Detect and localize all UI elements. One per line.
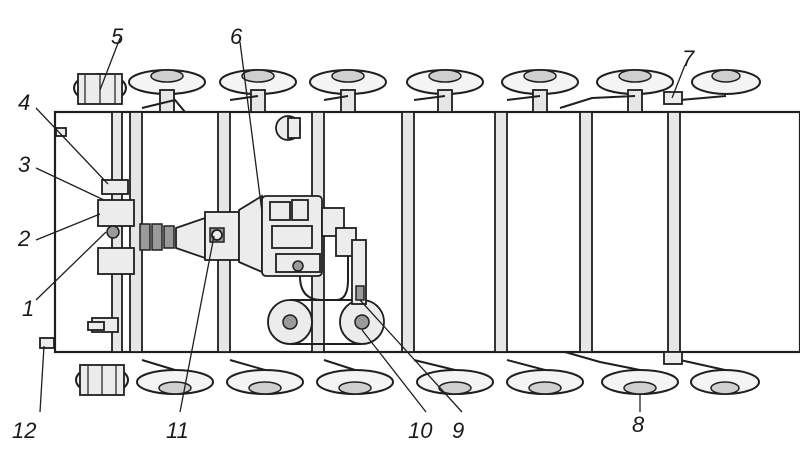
callout-9: 9: [452, 418, 464, 443]
road-wheel: [316, 369, 394, 395]
callout-11: 11: [166, 418, 189, 443]
road-wheel: [128, 69, 206, 113]
rear-idler-arm: [663, 91, 683, 365]
road-wheel: [690, 369, 760, 395]
drive-sprocket-top: [73, 73, 127, 105]
belt-drive: [267, 239, 385, 345]
callouts: 5 6 7 4 3 2 1 12 11 10 9 8: [12, 24, 695, 443]
callout-7: 7: [682, 46, 695, 71]
callout-5: 5: [111, 24, 124, 49]
callout-2: 2: [17, 226, 30, 251]
drive-sprocket-bottom: [75, 364, 129, 396]
engine: [261, 195, 357, 301]
callout-10: 10: [408, 418, 433, 443]
suspension-arms-top: [141, 95, 727, 113]
fan-hatch: [275, 115, 301, 141]
callout-8: 8: [632, 412, 645, 437]
road-wheel: [309, 69, 387, 113]
road-wheel: [219, 69, 297, 113]
road-wheel: [691, 69, 761, 95]
leader-lines: [35, 37, 686, 413]
tow-lugs: [39, 127, 105, 349]
suspension-arms-bottom: [141, 351, 726, 371]
road-wheel: [136, 369, 214, 395]
road-wheel: [601, 369, 679, 395]
road-wheel: [596, 69, 674, 113]
callout-4: 4: [18, 90, 30, 115]
road-wheels-bottom: [136, 369, 760, 395]
drive-coupling: [139, 216, 206, 260]
callout-1: 1: [22, 296, 34, 321]
road-wheel: [226, 369, 304, 395]
road-wheel: [501, 69, 579, 113]
callout-3: 3: [18, 152, 31, 177]
road-wheel: [416, 369, 494, 395]
callout-6: 6: [230, 24, 243, 49]
road-wheels-top: [128, 69, 761, 113]
road-wheel: [506, 369, 584, 395]
callout-12: 12: [12, 418, 36, 443]
road-wheel: [406, 69, 484, 113]
